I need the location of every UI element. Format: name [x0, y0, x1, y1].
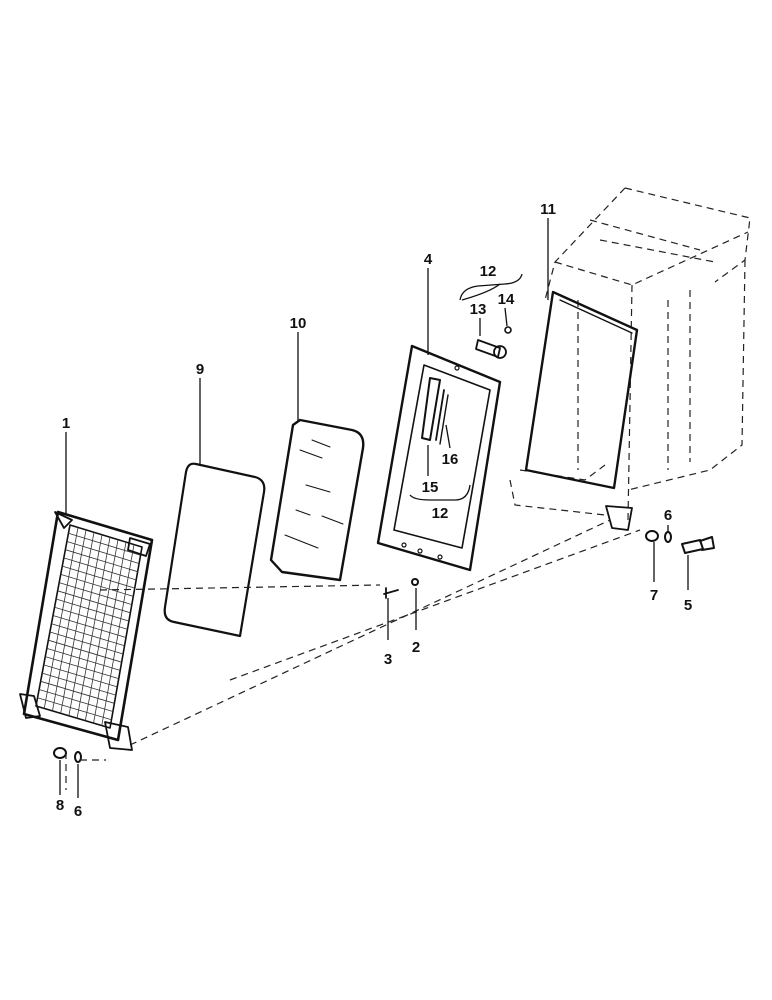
callout-8: 8: [56, 797, 64, 814]
callout-3: 3: [384, 651, 392, 668]
screen-guard: [19, 510, 154, 751]
callout-7: 7: [650, 587, 658, 604]
callout-6-right: 6: [664, 507, 672, 524]
callout-11: 11: [540, 201, 556, 218]
callout-4: 4: [424, 251, 433, 268]
door-frame: [376, 344, 502, 572]
callout-12-top: 12: [480, 263, 497, 280]
callout-14: 14: [498, 291, 515, 308]
callout-5: 5: [684, 597, 692, 614]
callout-12-bottom: 12: [432, 505, 449, 522]
hardware: [53, 530, 715, 763]
callout-16: 16: [442, 451, 459, 468]
callout-1: 1: [62, 415, 70, 432]
assembly-lines: [65, 519, 641, 790]
cab-frame: [509, 187, 751, 531]
seal-gasket: [163, 462, 266, 638]
callout-10: 10: [290, 315, 307, 332]
callout-9: 9: [196, 361, 204, 378]
callout-15: 15: [422, 479, 439, 496]
callout-labels: 1 2 3 4 5 6 6 7 8 9 10 11 12 12 13 14 15…: [56, 201, 692, 820]
callout-13: 13: [470, 301, 487, 318]
callout-6-left: 6: [74, 803, 82, 820]
glass-pane: [269, 418, 365, 582]
latch-parts: [475, 326, 512, 359]
leader-lines: [59, 218, 689, 798]
wiper-parts: [421, 377, 449, 445]
callout-2: 2: [412, 639, 420, 656]
